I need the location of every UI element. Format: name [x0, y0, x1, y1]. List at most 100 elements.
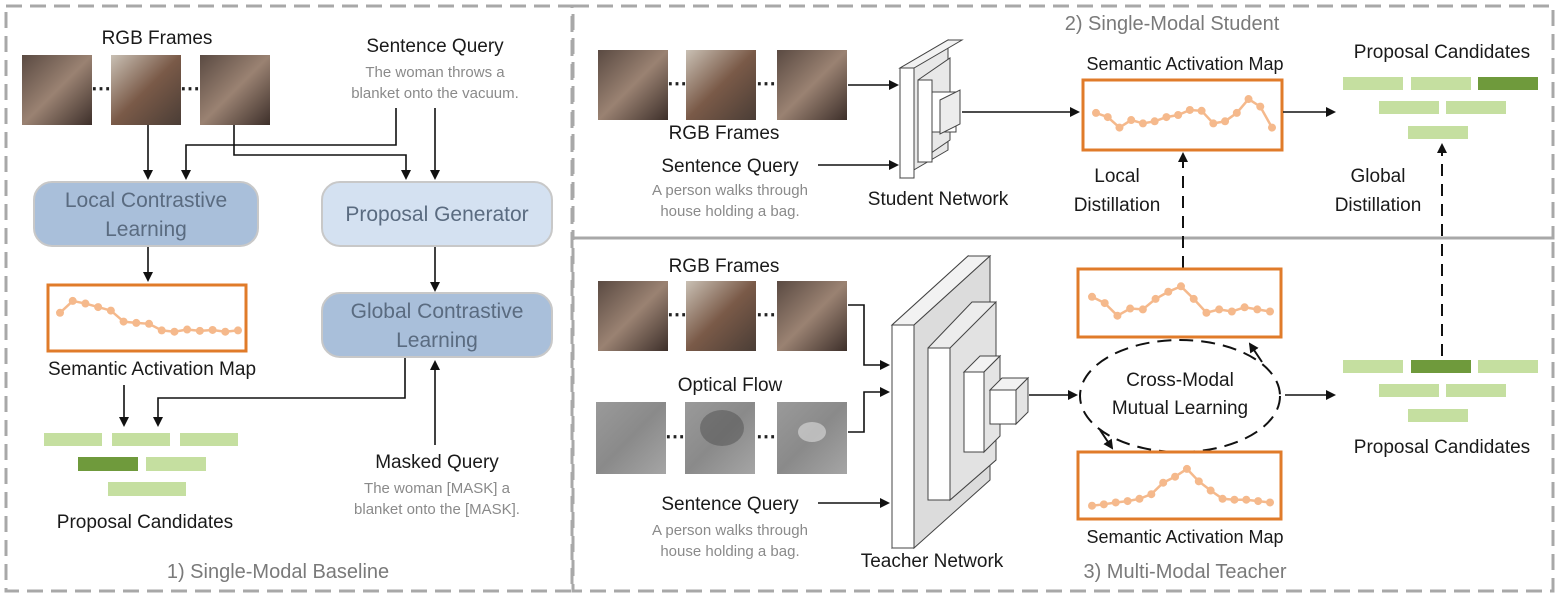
teacher-frame-2: [686, 281, 756, 351]
sam-point: [1232, 108, 1241, 117]
sam-point: [1215, 305, 1224, 314]
sam-point: [1266, 498, 1274, 507]
student-query-text-2: house holding a bag.: [660, 203, 799, 220]
proposal-generator-box: [321, 181, 553, 247]
teacher-proposal-bar: [1408, 409, 1468, 422]
teacher-query-text-1: A person walks through: [652, 522, 808, 539]
sam-point: [1177, 282, 1185, 291]
sam-point: [1135, 494, 1144, 503]
sam-point: [68, 296, 77, 305]
flow-frame-dots-2: ⋯: [756, 426, 776, 448]
cross-modal-text-1: Cross-Modal: [1126, 370, 1234, 391]
teacher-network: [890, 254, 1030, 550]
sam-point: [1100, 299, 1109, 308]
sam-point: [1111, 498, 1120, 507]
sam-point: [1230, 495, 1239, 504]
masked-query-text-2: blanket onto the [MASK].: [354, 501, 520, 518]
sam-point: [157, 326, 166, 335]
student-frame-3: [777, 50, 847, 120]
baseline-sam-label: Semantic Activation Map: [48, 359, 256, 380]
sam-point: [1227, 307, 1236, 316]
global-contrastive-text-2: Learning: [396, 329, 478, 352]
baseline-query-label: Sentence Query: [366, 36, 504, 57]
sam-point: [1189, 294, 1198, 303]
student-query-label: Sentence Query: [661, 156, 799, 177]
student-panel-border: [571, 4, 1555, 240]
sam-point: [145, 319, 153, 328]
student-query-text-1: A person walks through: [652, 182, 808, 199]
teacher-sam-top-plot: [1088, 282, 1274, 320]
sam-point: [1126, 304, 1135, 313]
sam-point: [94, 303, 103, 312]
sam-point: [1266, 307, 1274, 316]
sam-point: [1182, 464, 1191, 473]
sam-point: [56, 308, 64, 317]
student-network: [898, 39, 964, 179]
flow-frame-dots-1: ⋯: [665, 426, 685, 448]
sam-point: [1256, 102, 1265, 111]
student-proposals: [1343, 77, 1538, 139]
sam-point: [1092, 108, 1100, 117]
sam-point: [1194, 477, 1203, 486]
teacher-sam-top-box: [1076, 267, 1283, 339]
teacher-sam-bottom-box: [1076, 450, 1283, 521]
teacher-sam-label: Semantic Activation Map: [1086, 527, 1283, 547]
sam-point: [1221, 117, 1230, 126]
teacher-query-label: Sentence Query: [661, 494, 799, 515]
teacher-flow-label: Optical Flow: [678, 375, 783, 396]
arrow-teacher-flow-net: [848, 387, 890, 433]
baseline-proposal-bar: [44, 433, 102, 446]
global-contrastive-box: [321, 292, 553, 358]
teacher-proposal-bar: [1379, 384, 1439, 397]
baseline-proposal-label: Proposal Candidates: [57, 512, 233, 533]
sam-point: [1268, 123, 1276, 132]
arrow-teacher-rgb-net: [848, 304, 890, 370]
student-proposal-bar: [1411, 77, 1471, 90]
baseline-rgb-label: RGB Frames: [102, 28, 213, 49]
sam-point: [183, 325, 192, 334]
sam-point: [1253, 305, 1262, 314]
baseline-proposal-bar: [108, 482, 186, 496]
proposal-generator-text: Proposal Generator: [345, 203, 528, 226]
global-contrastive-text-1: Global Contrastive: [351, 300, 524, 323]
student-rgb-label: RGB Frames: [669, 123, 780, 144]
teacher-proposal-bar: [1478, 360, 1538, 373]
sam-point: [195, 326, 204, 335]
sam-point: [1174, 111, 1183, 119]
baseline-title: 1) Single-Modal Baseline: [167, 561, 389, 583]
sam-point: [1103, 113, 1112, 122]
student-proposal-bar: [1379, 101, 1439, 114]
student-proposal-label: Proposal Candidates: [1354, 42, 1530, 63]
teacher-proposal-bar: [1343, 360, 1403, 373]
baseline-proposal-bar: [146, 457, 206, 471]
baseline-query-text-1: The woman throws a: [365, 64, 505, 81]
baseline-sam-plot: [56, 296, 242, 336]
student-proposal-bar-selected: [1478, 77, 1538, 90]
sam-point: [1099, 500, 1108, 509]
local-contrastive-text-1: Local Contrastive: [65, 189, 227, 212]
arrow-global-proposals: [153, 358, 406, 427]
teacher-frame-1: [598, 281, 668, 351]
baseline-proposal-bar-selected: [78, 457, 138, 471]
teacher-proposal-bar: [1446, 384, 1506, 397]
student-network-label: Student Network: [868, 189, 1009, 210]
baseline-proposals: [44, 433, 238, 496]
cross-modal-text-2: Mutual Learning: [1112, 398, 1248, 419]
sam-point: [170, 327, 179, 336]
sam-point: [1138, 119, 1147, 128]
global-distillation-text-2: Distillation: [1335, 195, 1422, 216]
student-sam-plot: [1092, 95, 1276, 132]
arrow-query-local: [181, 108, 397, 180]
sam-point: [1254, 497, 1263, 506]
masked-query-label: Masked Query: [375, 452, 499, 473]
sam-point: [1164, 287, 1173, 296]
teacher-frame-dots-1: ⋯: [667, 304, 687, 326]
teacher-sam-bottom-plot: [1088, 464, 1274, 510]
sam-point: [119, 317, 128, 326]
sam-point: [221, 327, 230, 336]
sam-point: [1202, 308, 1211, 317]
baseline-frame-dots-2: ⋯: [180, 78, 200, 100]
student-frames: ⋯ ⋯: [598, 50, 847, 120]
student-sam-label: Semantic Activation Map: [1086, 54, 1283, 74]
